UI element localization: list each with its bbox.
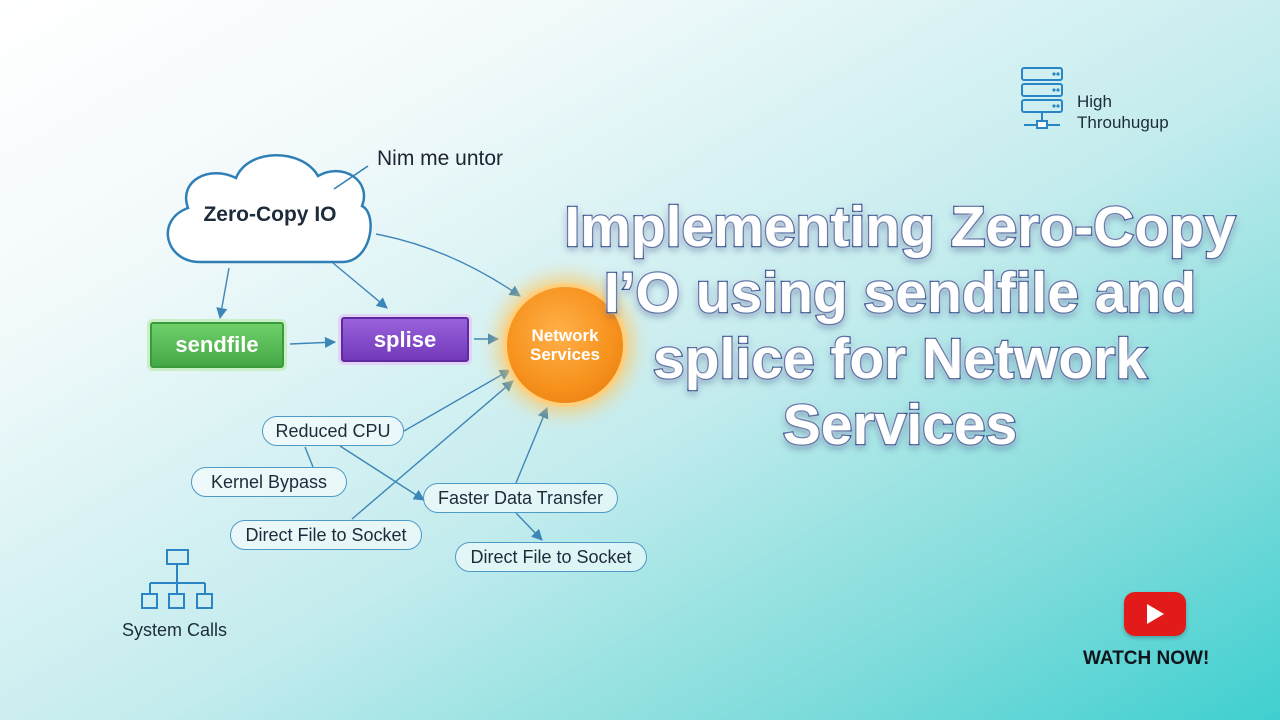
arrow-cloud-to-network xyxy=(375,233,521,297)
benefit-direct-file-to-socket: Direct File to Socket xyxy=(230,520,422,550)
cloud-label: Zero-Copy IO xyxy=(203,203,337,226)
benefit-faster-data-transfer: Faster Data Transfer xyxy=(423,483,618,513)
benefit-kernel-bypass: Kernel Bypass xyxy=(191,467,347,497)
callout-text: Nim me untor xyxy=(377,147,504,170)
youtube-play-button[interactable] xyxy=(1124,592,1186,636)
arrow-cloud-to-sendfile xyxy=(216,267,230,320)
splise-box: splise xyxy=(341,317,469,362)
network-label-line2: Services xyxy=(530,345,600,364)
benefit-direct-file-to-socket-2: Direct File to Socket xyxy=(455,542,647,572)
watch-now-label[interactable]: WATCH NOW! xyxy=(1083,648,1210,669)
title-line-3: splice for Network xyxy=(652,326,1149,393)
high-throughput-label: High Throuhugup xyxy=(1077,91,1169,133)
title-line-4: Services xyxy=(781,392,1018,459)
sendfile-box: sendfile xyxy=(150,322,284,368)
play-icon xyxy=(1147,604,1164,624)
title-line-1: Implementing Zero-Copy xyxy=(563,194,1237,261)
cloud-shape xyxy=(166,154,372,264)
arrow-cloud-to-splise xyxy=(332,262,388,309)
network-label-line1: Network xyxy=(531,326,599,345)
arrow-faster-to-direct xyxy=(515,512,543,541)
page-title: Implementing Zero-Copy I’O using sendfil… xyxy=(560,194,1240,459)
arrow-sendfile-to-splise xyxy=(289,336,337,349)
arrow-kernel-to-reduced xyxy=(304,446,314,468)
network-services-node: Network Services xyxy=(503,283,627,407)
system-calls-label: System Calls xyxy=(122,620,228,640)
throughput-line1: High xyxy=(1077,92,1112,111)
server-rack-icon xyxy=(1021,67,1063,129)
arrow-reduced-cpu-to-faster xyxy=(339,445,425,501)
arrow-reduced-cpu-to-network xyxy=(403,369,511,432)
title-line-2: I’O using sendfile and xyxy=(603,260,1198,327)
benefit-reduced-cpu: Reduced CPU xyxy=(262,416,404,446)
throughput-line2: Throuhugup xyxy=(1077,113,1169,132)
callout-line xyxy=(333,165,369,190)
arrow-faster-to-network xyxy=(515,406,549,484)
arrow-direct-file-to-network xyxy=(351,380,514,520)
hierarchy-icon xyxy=(141,549,213,609)
